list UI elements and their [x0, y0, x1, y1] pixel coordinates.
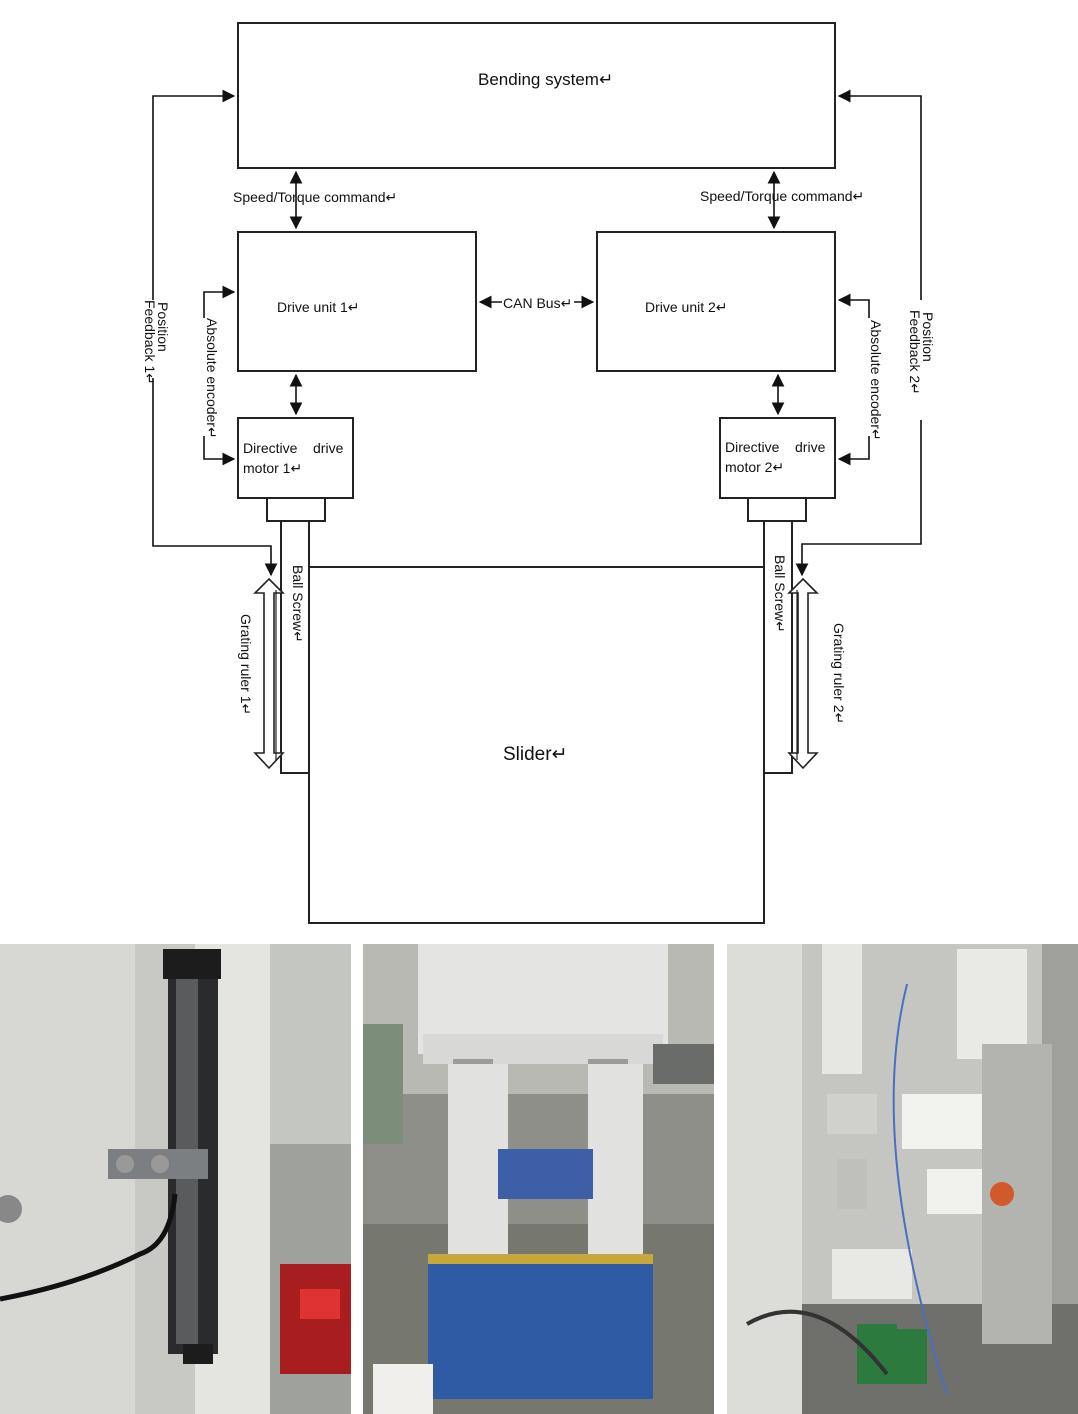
press-brake-photo	[363, 944, 714, 1414]
control-block-diagram: Bending system↵ Speed/Torque command↵ Sp…	[142, 22, 936, 924]
can-bus-label: CAN Bus↵	[503, 295, 572, 311]
grating-ruler-1-shape	[253, 577, 285, 770]
motor-2-label-line1: Directive drive	[725, 439, 826, 455]
motor-1-label-line1: Directive drive	[243, 440, 344, 456]
speed-torque-label-2: Speed/Torque command↵	[700, 188, 864, 204]
drive-unit-1-box	[237, 231, 477, 372]
position-feedback-2-label-a: Position	[920, 312, 936, 362]
grating-ruler-2-shape	[787, 577, 819, 770]
motor-1-label-line2: motor 1↵	[243, 460, 302, 476]
drive-unit-2-label: Drive unit 2↵	[645, 299, 728, 315]
ball-screw-2-label: Ball Screw↵	[772, 555, 788, 633]
motor-1-box	[237, 417, 354, 499]
electrical-cabinet-photo	[727, 944, 1078, 1414]
slider-label: Slider↵	[503, 744, 568, 765]
coupling-2	[747, 497, 807, 522]
absolute-encoder-1-label: Absolute encoder↵	[204, 318, 220, 439]
absolute-encoder-2-label: Absolute encoder↵	[868, 320, 884, 441]
bending-system-box	[237, 22, 836, 169]
bending-system-label: Bending system↵	[478, 70, 613, 89]
drive-unit-1-label: Drive unit 1↵	[277, 299, 360, 315]
position-feedback-2-label-b: Feedback 2↵	[907, 310, 923, 395]
drive-unit-2-box	[596, 231, 836, 372]
position-feedback-1-label-a: Position	[155, 302, 171, 352]
coupling-1	[266, 497, 326, 522]
ball-screw-1-label: Ball Screw↵	[290, 565, 306, 643]
grating-ruler-1-label: Grating ruler 1↵	[238, 614, 254, 715]
speed-torque-label-1: Speed/Torque command↵	[233, 189, 397, 205]
grating-ruler-photo	[0, 944, 351, 1414]
grating-ruler-2-label: Grating ruler 2↵	[831, 623, 847, 724]
ball-screw-2-shape	[763, 521, 793, 774]
ball-screw-1-shape	[280, 521, 310, 774]
position-feedback-1-label-b: Feedback 1↵	[142, 300, 158, 385]
motor-2-box	[719, 417, 836, 499]
motor-2-label-line2: motor 2↵	[725, 459, 784, 475]
